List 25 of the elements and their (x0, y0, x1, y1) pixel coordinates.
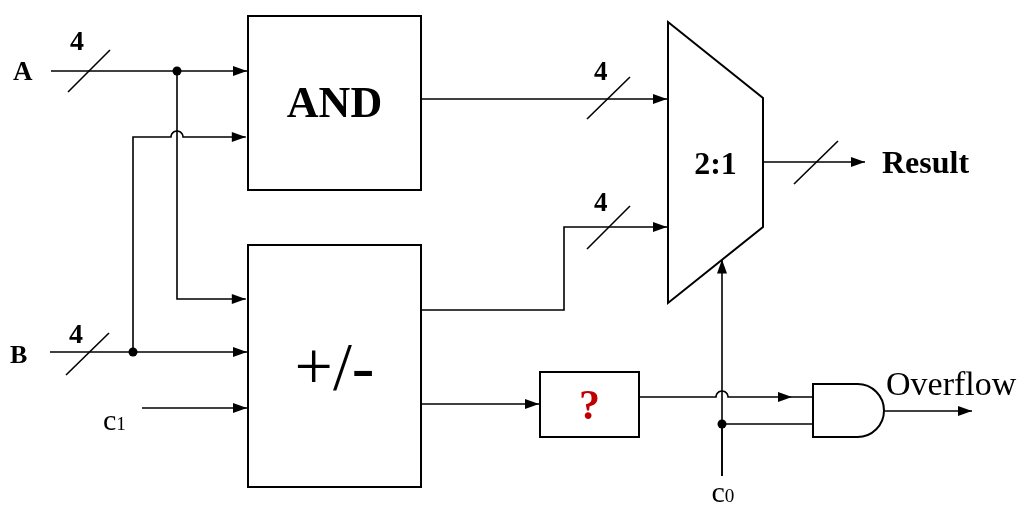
arrow (763, 157, 866, 167)
arrow (639, 390, 813, 402)
bus-width-label: 4 (594, 58, 608, 85)
arrow (421, 222, 668, 311)
arrow (421, 94, 668, 104)
arrow (421, 399, 540, 409)
block-label: ? (579, 383, 600, 426)
block-label: AND (286, 81, 383, 125)
arrow (884, 406, 973, 416)
logic-block (247, 244, 422, 488)
and-gate (812, 383, 885, 438)
signal-label: A (8, 55, 51, 87)
block-label: +/- (294, 332, 375, 400)
signal-label: Result (865, 145, 982, 179)
multiplexer (667, 21, 764, 304)
bus-width-label: 4 (70, 27, 84, 55)
bus-width-label: 4 (69, 320, 83, 348)
arrow (141, 403, 248, 413)
logic-block (247, 15, 422, 191)
block-label: 2:1 (694, 146, 737, 179)
signal-label: Overflow (886, 367, 1017, 401)
bus-width-label: 4 (594, 189, 608, 216)
signal-label: B (8, 339, 50, 371)
logic-block (539, 371, 640, 438)
wire (721, 423, 813, 477)
